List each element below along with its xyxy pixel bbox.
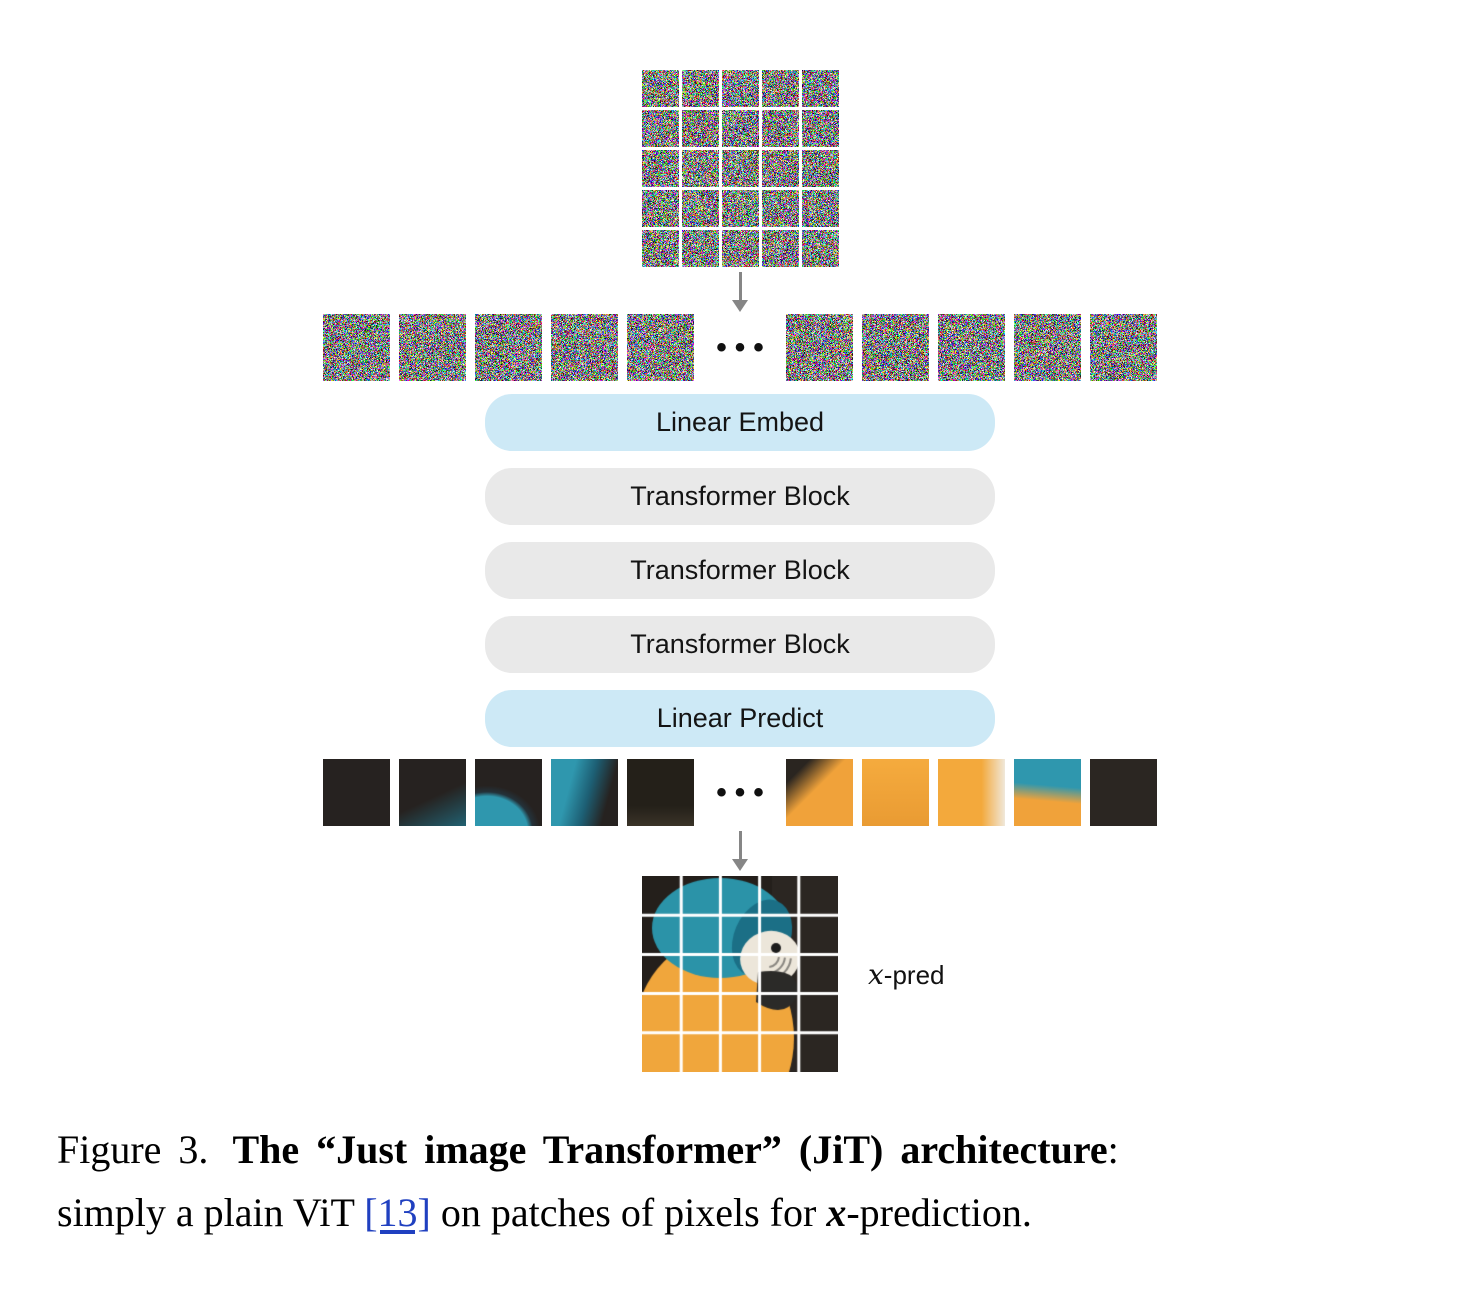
noise-cell [682, 190, 719, 227]
caption-colon: : [1108, 1127, 1119, 1172]
noise-patch [1014, 314, 1081, 381]
noise-patch-row: ••• [0, 314, 1480, 381]
output-patch-group-left [323, 759, 694, 826]
caption-line-1: Figure 3. The “Just image Transformer” (J… [57, 1127, 1119, 1172]
noise-cell [762, 190, 799, 227]
noise-patch-group-right [786, 314, 1157, 381]
down-arrow-top [728, 272, 752, 312]
image-patch [399, 759, 466, 826]
block-label: Linear Embed [656, 407, 824, 438]
linear-embed-block: Linear Embed [485, 394, 995, 451]
image-patch [551, 759, 618, 826]
caption-body: -prediction. [846, 1190, 1032, 1235]
x-variable: x [826, 1190, 846, 1235]
noise-cell [802, 110, 839, 147]
ellipsis-noise-row: ••• [716, 314, 772, 381]
image-patch [938, 759, 1005, 826]
noise-cell [722, 150, 759, 187]
noise-cell [762, 70, 799, 107]
noise-cell [642, 190, 679, 227]
noise-cell [682, 70, 719, 107]
noise-patch [475, 314, 542, 381]
transformer-block-1: Transformer Block [485, 468, 995, 525]
noisy-image-grid [642, 70, 839, 267]
transformer-block-3: Transformer Block [485, 616, 995, 673]
down-arrow-bottom [728, 831, 752, 871]
noise-patch [399, 314, 466, 381]
noise-cell [722, 190, 759, 227]
output-patch-row: ••• [0, 759, 1480, 826]
noise-cell [642, 230, 679, 267]
noise-cell [722, 110, 759, 147]
block-label: Transformer Block [630, 629, 850, 660]
block-label: Transformer Block [630, 481, 850, 512]
predicted-image-wrap: x-pred [0, 876, 1480, 1072]
noise-cell [682, 230, 719, 267]
parrot-image [642, 876, 838, 1072]
arrow-head [732, 300, 748, 312]
caption-body: simply a plain ViT [57, 1190, 364, 1235]
noise-cell [762, 150, 799, 187]
x-pred-suffix: -pred [884, 960, 945, 990]
caption-body: on patches of pixels for [431, 1190, 826, 1235]
noise-cell [762, 110, 799, 147]
transformer-block-2: Transformer Block [485, 542, 995, 599]
citation-link-13[interactable]: [13] [364, 1190, 431, 1235]
image-patch [1090, 759, 1157, 826]
noise-cell [802, 190, 839, 227]
image-patch [627, 759, 694, 826]
x-variable: x [868, 958, 884, 991]
noise-cell [762, 230, 799, 267]
image-patch [862, 759, 929, 826]
block-label: Transformer Block [630, 555, 850, 586]
noise-cell [802, 230, 839, 267]
noise-patch [938, 314, 1005, 381]
noise-patch [323, 314, 390, 381]
caption-line-2: simply a plain ViT [13] on patches of pi… [57, 1190, 1032, 1235]
output-patch-group-right [786, 759, 1157, 826]
noise-patch [627, 314, 694, 381]
noise-cell [802, 70, 839, 107]
figure-caption: Figure 3. The “Just image Transformer” (J… [57, 1118, 1425, 1244]
noise-cell [722, 230, 759, 267]
noise-cell [682, 110, 719, 147]
arrow-head [732, 859, 748, 871]
figure-label: Figure 3. [57, 1127, 208, 1172]
noise-patch [551, 314, 618, 381]
noise-patch [862, 314, 929, 381]
x-pred-label: x-pred [868, 958, 945, 991]
noise-cell [642, 150, 679, 187]
noise-patch [1090, 314, 1157, 381]
noise-cell [722, 70, 759, 107]
noise-cell [802, 150, 839, 187]
noise-patch [786, 314, 853, 381]
noise-patch-group-left [323, 314, 694, 381]
arrow-line [739, 272, 742, 300]
block-label: Linear Predict [657, 703, 824, 734]
vit-stack: Linear Embed Transformer Block Transform… [0, 394, 1480, 747]
caption-title: The “Just image Transformer” (JiT) archi… [232, 1127, 1107, 1172]
image-patch [786, 759, 853, 826]
arrow-line [739, 831, 742, 859]
noise-cell [642, 110, 679, 147]
noise-cell [682, 150, 719, 187]
image-patch [475, 759, 542, 826]
linear-predict-block: Linear Predict [485, 690, 995, 747]
ellipsis-output-row: ••• [716, 759, 772, 826]
image-patch [1014, 759, 1081, 826]
noise-cell [642, 70, 679, 107]
image-patch [323, 759, 390, 826]
